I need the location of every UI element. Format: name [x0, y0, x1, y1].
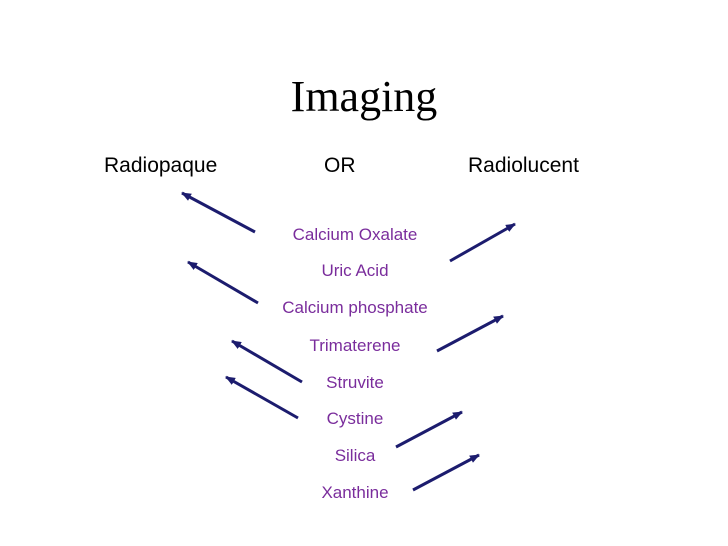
- arrow-uric-acid-to-radiolucent: [449, 222, 516, 263]
- arrow-struvite-to-radiopaque: [231, 339, 303, 384]
- arrow-xanthine-to-radiolucent: [412, 453, 480, 492]
- slide-title: Imaging: [290, 72, 438, 121]
- stone-label-calcium-oxalate: Calcium Oxalate: [292, 225, 418, 244]
- stone-label-uric-acid: Uric Acid: [321, 261, 389, 280]
- arrow-cystine-to-radiopaque: [225, 375, 299, 420]
- arrow-calcium-phosphate-to-radiopaque: [187, 260, 259, 305]
- header-or: OR: [324, 154, 356, 177]
- arrow-silica-to-radiolucent: [395, 410, 463, 449]
- header-radiopaque: Radiopaque: [104, 154, 218, 177]
- stone-label-xanthine: Xanthine: [321, 483, 389, 502]
- stone-label-trimaterene: Trimaterene: [309, 336, 401, 355]
- stone-label-silica: Silica: [334, 446, 376, 465]
- stone-label-calcium-phosphate: Calcium phosphate: [282, 298, 428, 317]
- arrow-calcium-oxalate-to-radiopaque: [181, 191, 256, 234]
- stone-label-cystine: Cystine: [326, 409, 384, 428]
- stone-label-struvite: Struvite: [326, 373, 384, 392]
- header-radiolucent: Radiolucent: [468, 154, 579, 177]
- arrow-trimaterene-to-radiolucent: [436, 314, 504, 353]
